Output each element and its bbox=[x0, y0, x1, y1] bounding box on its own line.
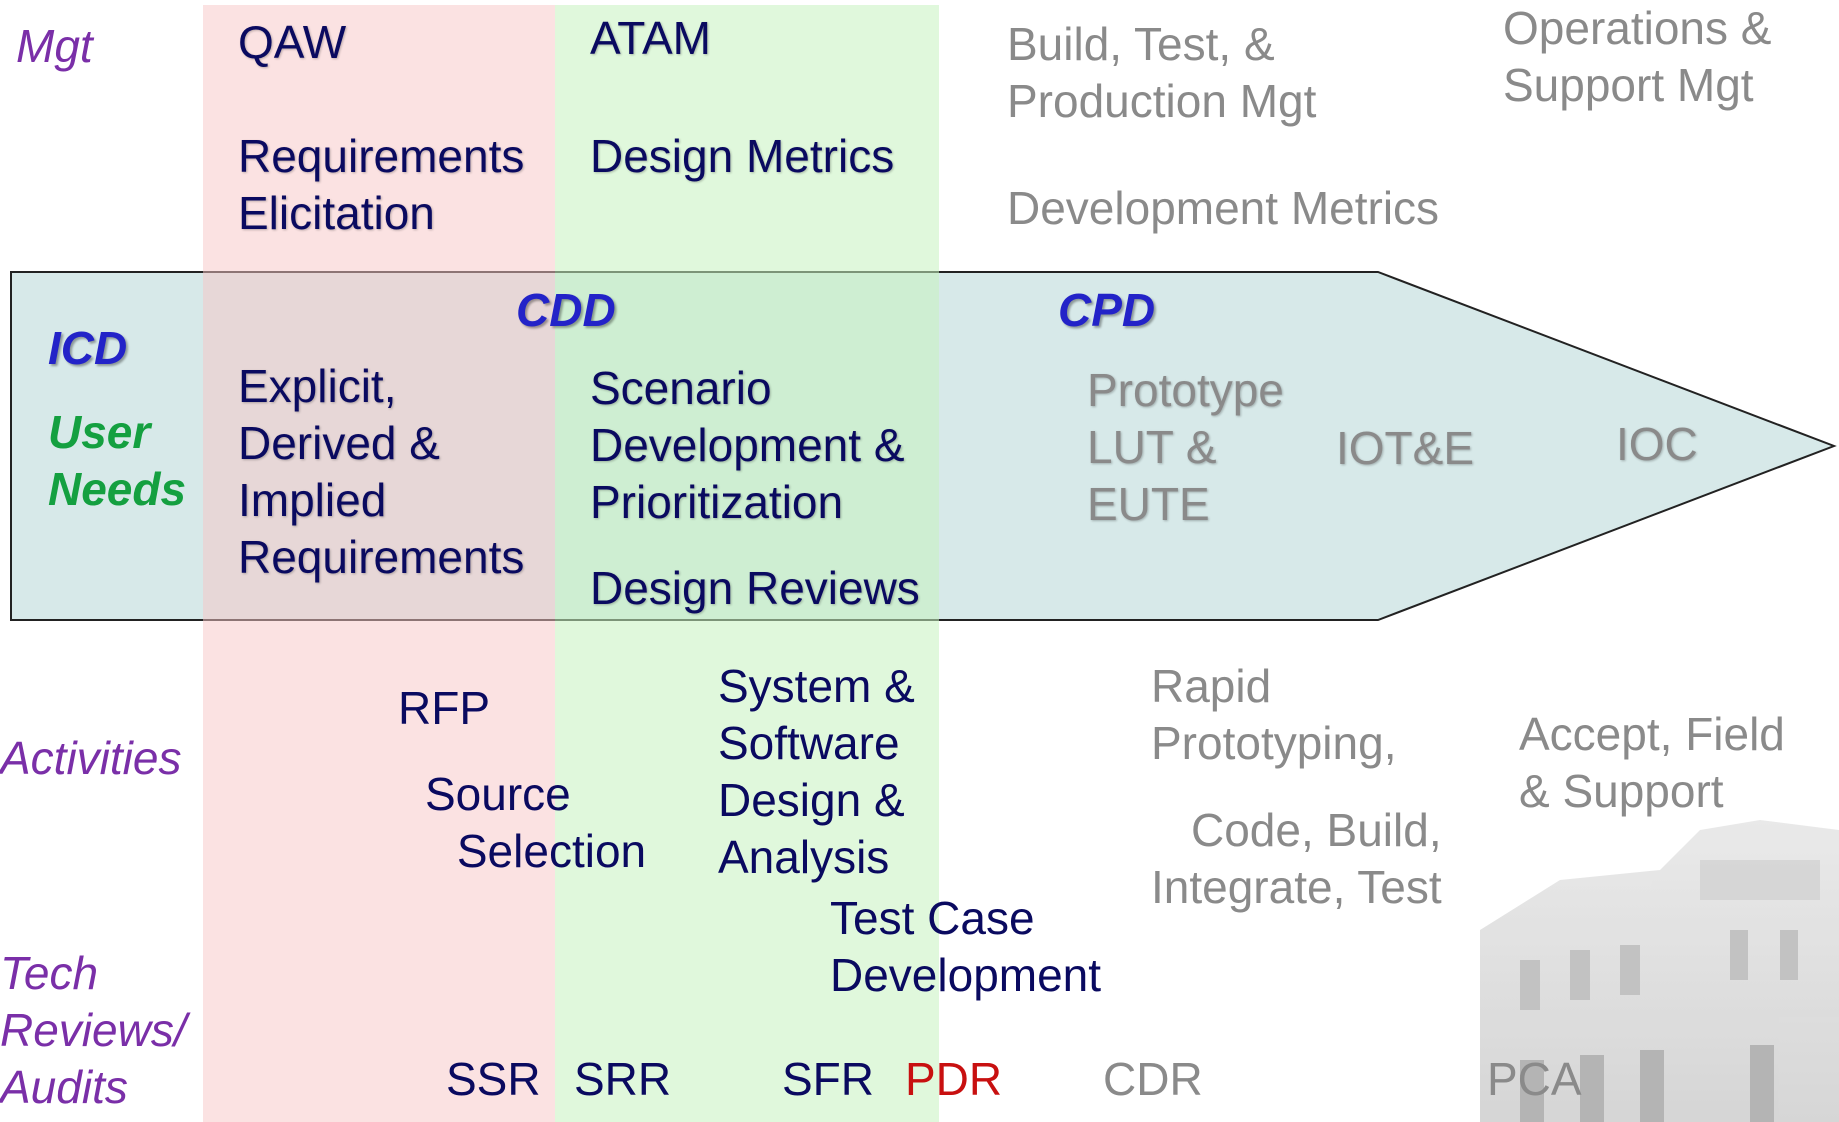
code-build-integrate-label: Code, Build,Integrate, Test bbox=[1151, 804, 1442, 913]
doc-cpd: CPD bbox=[1058, 284, 1156, 336]
build-test-production-label: Build, Test, &Production Mgt bbox=[1007, 18, 1317, 127]
review-sfr: SFR bbox=[782, 1053, 874, 1105]
rfp-label: RFP bbox=[398, 682, 490, 734]
review-pdr: PDR bbox=[905, 1053, 1003, 1105]
doc-cdd: CDD bbox=[516, 284, 616, 336]
iote-label: IOT&E bbox=[1336, 422, 1475, 474]
atam-label: ATAM bbox=[590, 12, 711, 64]
review-srr: SRR bbox=[574, 1053, 672, 1105]
review-ssr: SSR bbox=[446, 1053, 541, 1105]
design-metrics-label: Design Metrics bbox=[590, 130, 895, 182]
building-watermark bbox=[1480, 820, 1839, 1122]
requirements-band bbox=[203, 5, 555, 1122]
development-metrics-label: Development Metrics bbox=[1007, 182, 1440, 234]
row-label-activities: Activities bbox=[0, 732, 182, 784]
design-band bbox=[555, 5, 939, 1122]
doc-icd: ICD bbox=[48, 322, 128, 374]
operations-support-label: Operations &Support Mgt bbox=[1503, 2, 1772, 111]
row-label-mgt: Mgt bbox=[16, 20, 93, 72]
ioc-label: IOC bbox=[1616, 418, 1698, 470]
review-pca: PCA bbox=[1487, 1053, 1582, 1105]
qaw-label: QAW bbox=[238, 16, 347, 68]
design-reviews-label: Design Reviews bbox=[590, 562, 920, 614]
accept-field-support-label: Accept, Field& Support bbox=[1519, 708, 1785, 817]
review-cdr: CDR bbox=[1103, 1053, 1203, 1105]
